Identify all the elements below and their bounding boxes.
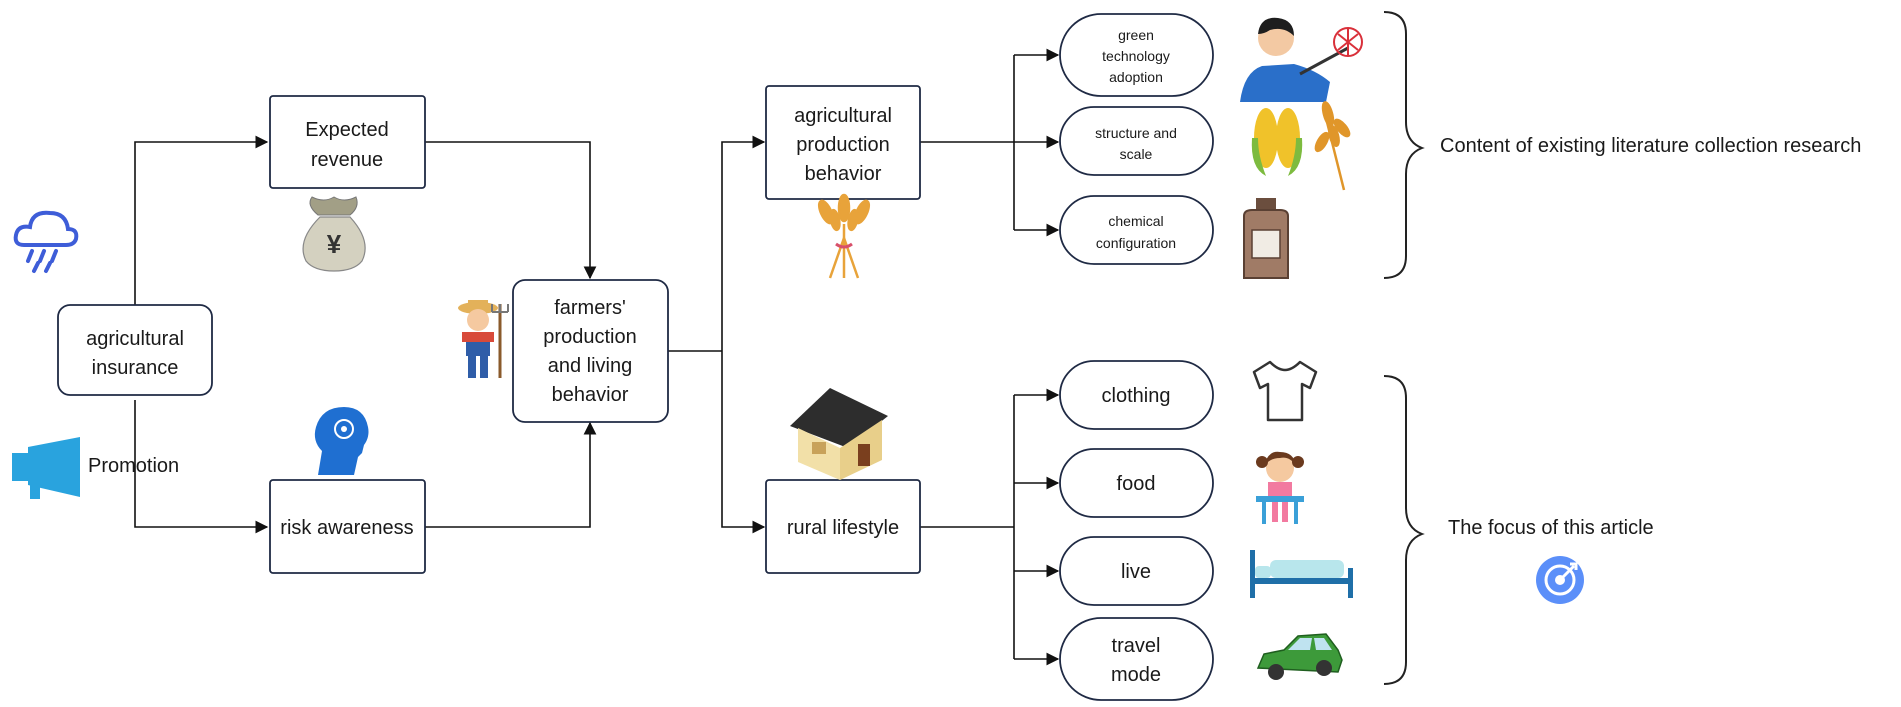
- article-focus-label: The focus of this article: [1448, 517, 1654, 539]
- head-brain-icon: [314, 407, 369, 475]
- node-rural-lifestyle: rural lifestyle: [765, 479, 921, 574]
- connector-risk-to-farmers: [425, 421, 597, 528]
- svg-text:food: food: [1117, 473, 1156, 495]
- connector-insurance-to-risk: [134, 400, 269, 534]
- house-icon: [790, 388, 888, 480]
- connector-to-agri-production: [721, 135, 766, 351]
- rain-cloud-icon: [13, 210, 79, 273]
- target-icon: [1536, 556, 1584, 604]
- svg-text:rural lifestyle: rural lifestyle: [787, 517, 899, 539]
- promotion-label: Promotion: [88, 455, 179, 477]
- svg-text:clothing: clothing: [1102, 385, 1171, 407]
- car-icon: [1256, 633, 1343, 680]
- megaphone-icon: [12, 437, 80, 499]
- scientist-icon: [1240, 17, 1363, 102]
- node-risk-awareness: risk awareness: [269, 479, 426, 574]
- bottle-icon: [1243, 198, 1289, 279]
- connector-revenue-to-farmers: [425, 141, 597, 280]
- pill-food: food: [1059, 448, 1214, 518]
- existing-research-label: Content of existing literature collectio…: [1440, 135, 1861, 157]
- pill-clothing: clothing: [1059, 360, 1214, 430]
- yen-symbol: ¥: [327, 229, 342, 259]
- brace-article-focus: [1383, 375, 1425, 685]
- money-bag-icon: ¥: [302, 196, 366, 272]
- connector-to-rural-lifestyle: [721, 351, 766, 534]
- connectors: [134, 48, 1060, 666]
- girl-eating-icon: [1256, 451, 1304, 524]
- bed-icon: [1250, 550, 1353, 598]
- corn-wheat-icon: [1251, 101, 1351, 191]
- pill-live: live: [1059, 536, 1214, 606]
- connector-insurance-to-revenue: [134, 135, 269, 305]
- brace-existing-research: [1383, 11, 1425, 279]
- svg-text:risk awareness: risk awareness: [280, 517, 413, 539]
- wheat-bundle-icon: [817, 193, 871, 279]
- svg-text:live: live: [1121, 561, 1151, 583]
- tshirt-icon: [1252, 360, 1318, 422]
- farmer-icon: [458, 300, 509, 378]
